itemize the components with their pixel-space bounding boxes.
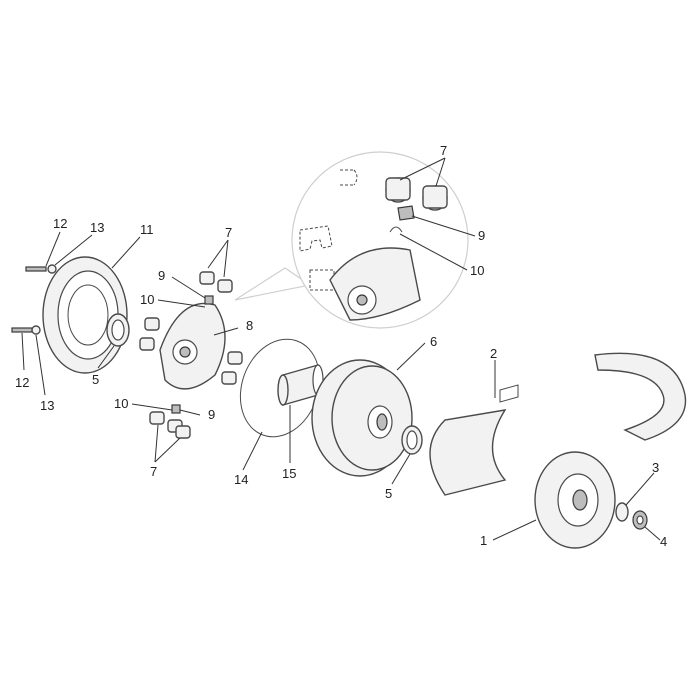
fan-pulley [534, 451, 616, 549]
bolts-and-washers [11, 264, 57, 335]
callout-11: 11 [140, 222, 154, 237]
callout-15: 15 [282, 466, 296, 481]
callout-13-top: 13 [90, 220, 104, 235]
callout-5-left: 5 [92, 372, 99, 387]
callout-12-bottom: 12 [15, 375, 29, 390]
leader-lines [21, 157, 661, 541]
seal-ring-left [106, 313, 130, 347]
callout-10-lower: 10 [114, 396, 128, 411]
drive-belt [429, 352, 687, 496]
callout-1: 1 [480, 533, 487, 548]
callout-3: 3 [652, 460, 659, 475]
callout-10-upper: 10 [140, 292, 154, 307]
callout-2: 2 [490, 346, 497, 361]
callout-14: 14 [234, 472, 248, 487]
sleeve [277, 364, 324, 406]
callout-7-upper: 7 [225, 225, 232, 240]
roller-plate [159, 302, 226, 390]
variator-housing [42, 256, 128, 374]
washer-and-nut [615, 502, 648, 530]
drive-pulley [311, 359, 413, 477]
rollers [139, 271, 243, 439]
callout-8: 8 [246, 318, 253, 333]
callout-13-bottom: 13 [40, 398, 54, 413]
callout-9-upper: 9 [158, 268, 165, 283]
callout-9-zoom: 9 [478, 228, 485, 243]
callout-6: 6 [430, 334, 437, 349]
callout-4: 4 [660, 534, 667, 549]
zoom-detail-circle [234, 151, 469, 329]
seal-ring-right [401, 425, 423, 455]
callout-7-zoom: 7 [440, 143, 447, 158]
callout-7-lower: 7 [150, 464, 157, 479]
callout-9-lower: 9 [208, 407, 215, 422]
callout-10-zoom: 10 [470, 263, 484, 278]
callout-labels: 12 13 11 12 13 5 7 9 10 8 10 9 7 14 15 6… [15, 143, 667, 549]
callout-5-right: 5 [385, 486, 392, 501]
callout-12-top: 12 [53, 216, 67, 231]
